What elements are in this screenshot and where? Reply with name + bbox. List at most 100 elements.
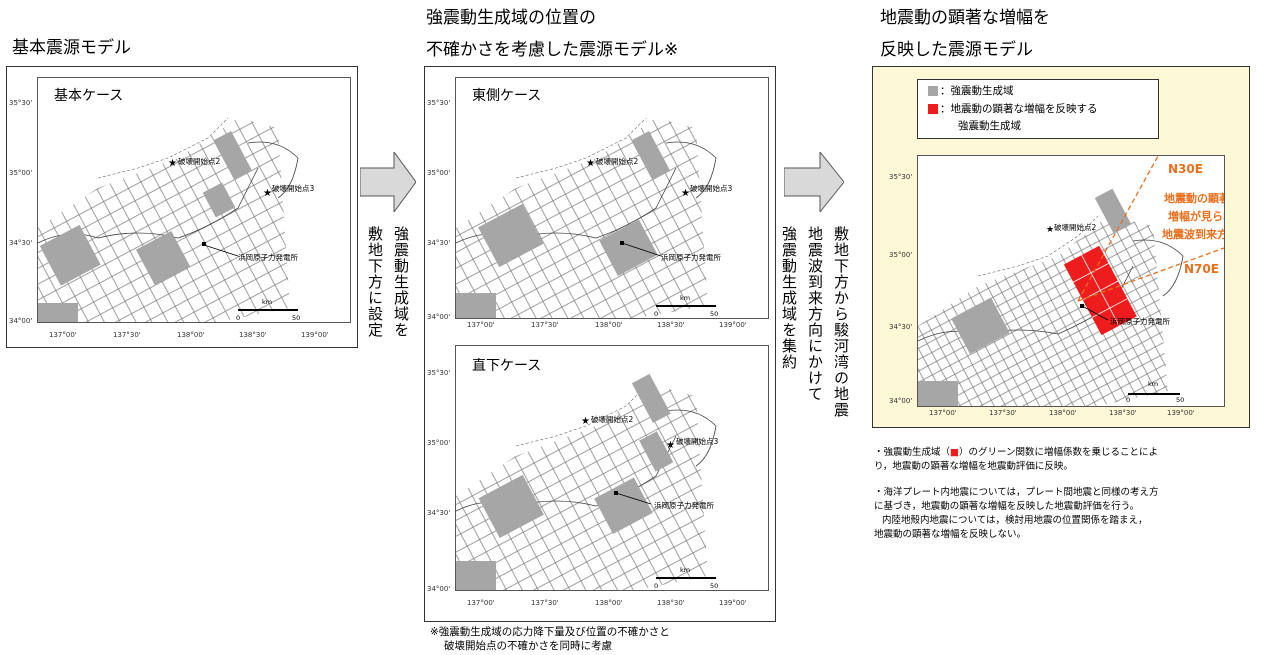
scale-0: 0 — [1126, 396, 1131, 404]
scale-50: 50 — [1176, 396, 1185, 404]
lon-label-4: 138°30' — [1109, 409, 1137, 417]
basic-model-map: ★ ★ 破壊開始点2 破壊開始点3 浜岡原子力発電所 km 0 50 — [37, 77, 351, 323]
east-case-label: 東側ケース — [469, 87, 545, 105]
sgma-red-cluster — [1063, 245, 1137, 336]
svg-text:★: ★ — [581, 416, 590, 427]
note3-line1: 内陸地殻内地震については，検討用地震の位置関係を踏まえ， — [882, 515, 1148, 526]
n70e-label: N70E — [1184, 262, 1219, 276]
arrow1-text-col2: 敷地下方に設定 — [366, 226, 384, 338]
n30e-line — [1077, 156, 1159, 302]
basic-model-panel: ★ ★ 破壊開始点2 破壊開始点3 浜岡原子力発電所 km 0 50 基本ケース… — [6, 66, 358, 348]
lon-label-5: 139°00' — [719, 599, 747, 607]
coastline-izu — [665, 409, 717, 467]
arrow1-text-col1: 強震動生成域を — [392, 226, 410, 338]
scale-50: 50 — [292, 314, 301, 322]
note1-line1-b: ）のグリーン関数に増幅係数を乗じることによ — [959, 447, 1159, 458]
lat-label-4: 34°00' — [427, 313, 451, 321]
scale-50: 50 — [710, 310, 719, 318]
sgma-central — [135, 230, 191, 286]
right-title-line2: 反映した震源モデル — [880, 40, 1033, 60]
left-title: 基本震源モデル — [12, 38, 131, 58]
lon-label-3: 138°00' — [595, 321, 623, 329]
lat-label-2: 35°00' — [9, 169, 33, 177]
note1-line1-a: ・強震動生成域（ — [874, 447, 951, 458]
lon-label-4: 138°30' — [657, 321, 685, 329]
annotation-line1: 地震動の顕著な — [1164, 192, 1224, 205]
fault-grid — [38, 118, 290, 322]
note2-line1: ・海洋プレート内地震については，プレート間地震と同様の考え方 — [874, 487, 1159, 498]
coastline-izu — [665, 141, 717, 199]
lon-label-3: 138°00' — [1049, 409, 1077, 417]
sgma-plant — [594, 477, 653, 534]
lat-label-4: 34°00' — [427, 585, 451, 593]
n30e-label: N30E — [1168, 162, 1203, 176]
prefecture-border — [515, 385, 647, 447]
note-2: ・海洋プレート内地震については，プレート間地震と同様の考え方 に基づき，地震動の… — [874, 486, 1264, 542]
sgma-plant — [599, 219, 658, 276]
lat-label-3: 34°30' — [427, 509, 451, 517]
rupture-point-3-label: 破壊開始点3 — [272, 184, 315, 193]
sgma-west — [39, 224, 101, 286]
below-case-label: 直下ケース — [469, 357, 545, 375]
svg-text:★: ★ — [681, 188, 690, 199]
sgma-sw — [38, 303, 78, 322]
plant-label: 浜岡原子力発電所 — [661, 253, 721, 262]
scale-km: km — [262, 298, 273, 306]
svg-text:★: ★ — [586, 158, 595, 169]
svg-text:★: ★ — [168, 158, 177, 169]
below-map-svg: ★ ★ — [456, 373, 717, 590]
lat-label-4: 34°00' — [889, 397, 913, 405]
lat-label-1: 35°30' — [889, 173, 913, 181]
sgma-izu — [639, 431, 674, 472]
lon-label-2: 137°30' — [113, 331, 141, 339]
sgma-east-upper — [213, 130, 253, 181]
plant-label: 浜岡原子力発電所 — [1110, 317, 1170, 326]
rupture-point-2-label: 破壊開始点2 — [1054, 223, 1097, 232]
annotation-line2: 増幅が見られる — [1168, 210, 1224, 223]
lat-label-2: 35°00' — [889, 251, 913, 259]
below-case-map: ★ ★ 破壊開始点2 破壊開始点3 浜岡原子力発電所 km 0 50 — [455, 345, 769, 591]
svg-text:★: ★ — [1046, 225, 1054, 235]
plant-label: 浜岡原子力発電所 — [654, 501, 714, 510]
lon-label-1: 137°00' — [49, 331, 77, 339]
amplification-map: ★ 破壊開始点2 浜岡原子力発電所 km 0 50 N30E N70E 地震動の… — [917, 155, 1225, 407]
scale-km: km — [1148, 380, 1159, 388]
legend-gray-label: ：強震動生成域 — [940, 85, 1014, 97]
scale-50: 50 — [710, 582, 719, 590]
legend-red-label-line1: ：地震動の顕著な増幅を反映する — [940, 103, 1098, 115]
basic-map-svg: ★ ★ — [38, 117, 299, 322]
lon-label-2: 137°30' — [531, 599, 559, 607]
note3-line2: 地震動の顕著な増幅を反映しない。 — [874, 529, 1027, 540]
middle-title-line2: 不確かさを考慮した震源モデル※ — [426, 40, 679, 60]
coastline-izu — [1132, 239, 1184, 297]
sgma-west — [478, 474, 544, 539]
sgma-east-upper — [631, 373, 671, 424]
plant-label: 浜岡原子力発電所 — [238, 253, 298, 262]
rupture-point-3-label: 破壊開始点3 — [690, 184, 733, 193]
lon-label-5: 139°00' — [1167, 409, 1195, 417]
lon-label-3: 138°00' — [595, 599, 623, 607]
note2-line2: に基づき，地震動の顕著な増幅を反映した地震動評価を行う。 — [874, 501, 1140, 512]
rupture-point-2-label: 破壊開始点2 — [178, 157, 221, 166]
arrow-right-1 — [360, 152, 416, 212]
lon-label-4: 138°30' — [239, 331, 267, 339]
scale-km: km — [680, 566, 691, 574]
lat-label-4: 34°00' — [9, 317, 33, 325]
lat-label-3: 34°30' — [889, 323, 913, 331]
lat-label-1: 35°30' — [427, 369, 451, 377]
sgma-east-upper — [631, 130, 671, 181]
svg-text:★: ★ — [666, 440, 675, 451]
prefecture-border — [515, 117, 647, 179]
rupture-point-2-label: 破壊開始点2 — [591, 415, 634, 424]
amplification-model-panel: ：強震動生成域 ：地震動の顕著な増幅を反映する 強震動生成域 ★ — [872, 66, 1250, 428]
annotation-line3: 地震波到来方向 — [1162, 228, 1224, 241]
lat-label-2: 35°00' — [427, 169, 451, 177]
legend-red-swatch — [928, 104, 938, 114]
note1-line2: り，地震動の顕著な増幅を地震動評価に反映。 — [874, 461, 1073, 472]
svg-text:★: ★ — [263, 188, 272, 199]
scale-0: 0 — [236, 314, 241, 322]
lat-label-3: 34°30' — [427, 239, 451, 247]
arrow2-text-col1: 敷地下方から駿河湾の地震 — [832, 226, 850, 418]
arrow-right-2 — [784, 152, 844, 212]
rupture-point-3-label: 破壊開始点3 — [676, 437, 719, 446]
